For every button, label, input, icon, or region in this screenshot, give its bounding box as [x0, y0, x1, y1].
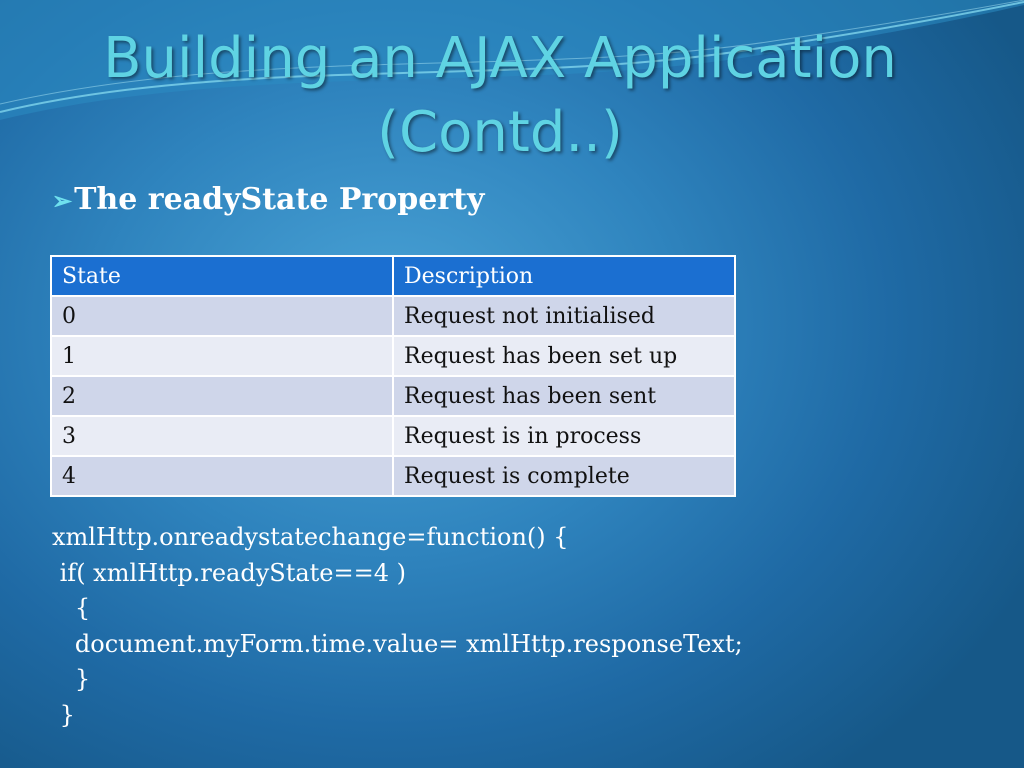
table-row: 1 Request has been set up: [50, 335, 736, 377]
code-block: xmlHttp.onreadystatechange=function() { …: [52, 520, 743, 733]
table-cell-description: Request is complete: [392, 455, 736, 497]
table-row: 4 Request is complete: [50, 455, 736, 497]
slide-title: Building an AJAX Application (Contd..): [0, 22, 1000, 170]
table-cell-state: 4: [50, 455, 394, 497]
table-header-description: Description: [392, 255, 736, 297]
table-cell-state: 1: [50, 335, 394, 377]
code-line: document.myForm.time.value= xmlHttp.resp…: [52, 629, 743, 658]
code-line: if( xmlHttp.readyState==4 ): [52, 558, 406, 587]
table-row: 0 Request not initialised: [50, 295, 736, 337]
code-line: }: [52, 700, 75, 729]
arrow-bullet-icon: ➢: [52, 186, 73, 215]
table-cell-description: Request not initialised: [392, 295, 736, 337]
table-header-state: State: [50, 255, 394, 297]
code-line: }: [52, 665, 91, 693]
table-cell-state: 0: [50, 295, 394, 337]
table-cell-state: 3: [50, 415, 394, 457]
table-row: 3 Request is in process: [50, 415, 736, 457]
table-cell-description: Request has been set up: [392, 335, 736, 377]
table-cell-state: 2: [50, 375, 394, 417]
table-row: 2 Request has been sent: [50, 375, 736, 417]
code-line: {: [52, 594, 91, 622]
bullet-heading: ➢The readyState Property: [52, 182, 484, 217]
readystate-table: State Description 0 Request not initiali…: [50, 255, 736, 497]
slide-title-line1: Building an AJAX Application: [103, 26, 897, 91]
bullet-text: The readyState Property: [74, 182, 485, 217]
table-cell-description: Request is in process: [392, 415, 736, 457]
code-line: xmlHttp.onreadystatechange=function() {: [52, 523, 569, 551]
table-header-row: State Description: [50, 255, 736, 297]
slide-title-line2: (Contd..): [377, 100, 623, 165]
table-cell-description: Request has been sent: [392, 375, 736, 417]
